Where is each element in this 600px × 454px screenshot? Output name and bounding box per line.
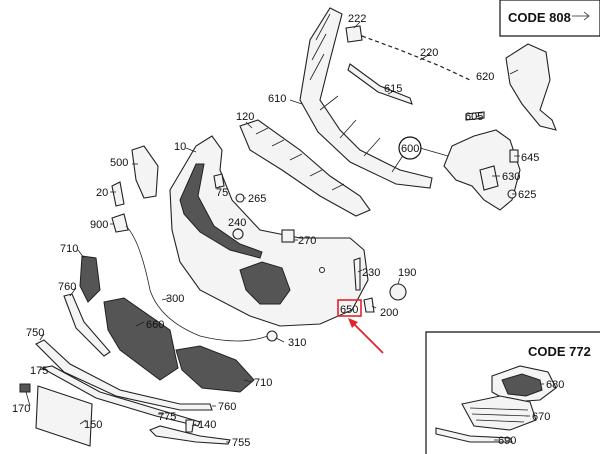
- callout-610: 610: [268, 93, 286, 105]
- callout-170: 170: [12, 403, 30, 415]
- code-772-label: CODE 772: [528, 344, 591, 359]
- callout-710-upper: 710: [60, 243, 78, 255]
- clip-900: [111, 213, 129, 233]
- wire-300: [125, 225, 269, 342]
- strip-760-left: [63, 293, 111, 357]
- callout-750: 750: [26, 327, 44, 339]
- callout-230: 230: [362, 267, 380, 279]
- code-808-box: CODE 808: [499, 0, 600, 37]
- callout-760-left: 760: [58, 281, 76, 293]
- callout-190: 190: [398, 267, 416, 279]
- callout-500: 500: [110, 157, 128, 169]
- screw-140: [185, 419, 195, 433]
- callout-120: 120: [236, 111, 254, 123]
- callout-775: 775: [158, 411, 176, 423]
- bracket-120: [239, 119, 371, 217]
- sensor-190: [389, 283, 407, 301]
- callout-310: 310: [288, 337, 306, 349]
- callout-660: 660: [146, 319, 164, 331]
- grille-660: [103, 297, 179, 381]
- callout-625: 625: [518, 189, 536, 201]
- grille-710-lower: [175, 345, 255, 393]
- grille-710-left: [79, 255, 101, 303]
- middle-parts: [213, 173, 407, 342]
- callout-680: 680: [546, 379, 564, 391]
- callout-270: 270: [298, 235, 316, 247]
- callout-670: 670: [532, 411, 550, 423]
- grille-insert-670: [461, 395, 537, 431]
- callout-620: 620: [476, 71, 494, 83]
- callout-615: 615: [384, 83, 402, 95]
- clip-222: [345, 25, 363, 43]
- callout-600: 600: [401, 143, 419, 155]
- left-parts: [19, 145, 269, 447]
- callout-labels: 222 220 615 620 610 605 600 645 630 625 …: [12, 13, 564, 449]
- callout-900: 900: [90, 219, 108, 231]
- screw-75: [213, 173, 225, 189]
- highlight-arrow: [351, 321, 384, 354]
- callout-175: 175: [30, 365, 48, 377]
- bracket-620: [505, 43, 557, 131]
- arrow-right-icon: [572, 11, 590, 21]
- callout-240: 240: [228, 217, 246, 229]
- code-772-box: CODE 772: [425, 331, 600, 454]
- callout-75: 75: [216, 187, 228, 199]
- callout-755: 755: [232, 437, 250, 449]
- strip-615: [347, 63, 413, 105]
- strip-775: [40, 365, 201, 427]
- top-parts: [239, 7, 557, 217]
- callout-200: 200: [380, 307, 398, 319]
- clip-240: [232, 228, 244, 240]
- callout-760-lower: 760: [218, 401, 236, 413]
- plate-150: [35, 385, 93, 447]
- callout-150: 150: [84, 419, 102, 431]
- fog-opening: [239, 261, 291, 305]
- clip-310: [266, 330, 278, 342]
- callout-140: 140: [198, 419, 216, 431]
- callout-265: 265: [248, 193, 266, 205]
- callout-20: 20: [96, 187, 108, 199]
- callout-645: 645: [521, 152, 539, 164]
- callout-630: 630: [502, 171, 520, 183]
- callout-10: 10: [174, 141, 186, 153]
- callout-650: 650: [340, 304, 358, 316]
- callout-605: 605: [465, 111, 483, 123]
- pad-270: [281, 229, 295, 243]
- clip-630: [479, 165, 499, 191]
- screw-230: [353, 257, 361, 291]
- highlight-650: [337, 299, 384, 354]
- trim-strip-690: [435, 427, 513, 443]
- wire-220: [361, 35, 471, 81]
- callout-690: 690: [498, 435, 516, 447]
- highlight-box: [337, 299, 362, 317]
- callout-220: 220: [420, 47, 438, 59]
- bumper-cover-10: [169, 135, 369, 327]
- screw-265: [235, 193, 245, 203]
- code-808-label: CODE 808: [508, 10, 571, 25]
- clip-200: [363, 297, 375, 313]
- strip-750: [35, 339, 213, 411]
- bracket-500: [131, 145, 159, 199]
- leader-lines: [25, 21, 544, 443]
- carrier-610: [299, 7, 433, 189]
- callout-222: 222: [348, 13, 366, 25]
- bolt-170: [19, 383, 31, 393]
- bolt-605: [465, 111, 485, 121]
- callout-710-lower: 710: [254, 377, 272, 389]
- arrow-head-icon: [348, 318, 358, 328]
- clip-20: [111, 181, 125, 207]
- callout-300: 300: [166, 293, 184, 305]
